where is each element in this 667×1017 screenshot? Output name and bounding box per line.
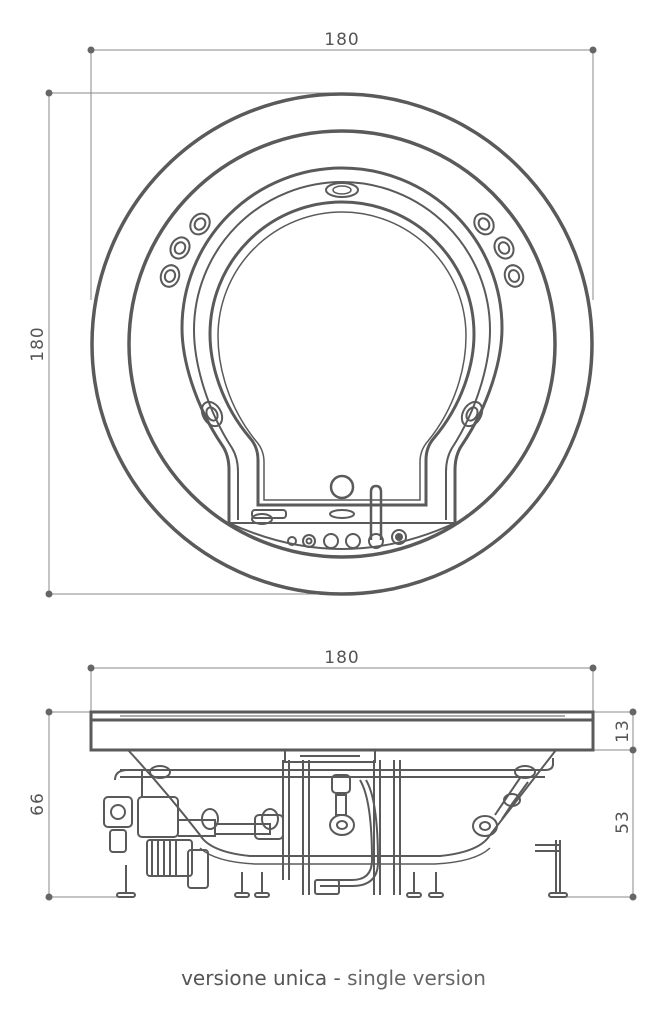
center-valve (320, 774, 380, 887)
side-total-height-label: 66 (28, 792, 48, 816)
tub-shell (127, 749, 557, 857)
caption: versione unica - single version (0, 966, 667, 990)
drain (329, 474, 355, 500)
overflow-fitting (251, 509, 287, 519)
top-view (45, 46, 597, 598)
caption-italian: versione unica (181, 966, 328, 990)
inner-rim (127, 129, 557, 559)
seat-outer-contour (180, 166, 504, 523)
outer-rim (90, 92, 594, 596)
top-height-label: 180 (28, 326, 48, 361)
side-rim-height-label: 13 (613, 719, 633, 743)
side-right-dimensions (560, 708, 637, 901)
side-base-height-label: 53 (613, 810, 633, 834)
right-jet-fitting (472, 777, 529, 837)
basin-inner-contour (217, 211, 467, 501)
top-width-dimension (87, 46, 597, 300)
support-feet (116, 865, 568, 898)
top-width-label: 180 (324, 30, 359, 50)
side-width-dimension (87, 664, 597, 712)
top-height-dimension (45, 89, 340, 598)
basin-outer-contour (208, 200, 476, 507)
right-jets (460, 212, 525, 428)
headrest-jet (325, 182, 359, 198)
pump-assembly (103, 769, 284, 889)
caption-separator: - (333, 966, 341, 990)
caption-english: single version (347, 966, 486, 990)
side-width-label: 180 (324, 648, 359, 668)
side-view (45, 664, 637, 901)
tub-rim (89, 710, 595, 752)
control-panel (287, 529, 407, 549)
side-total-height-dimension (45, 708, 120, 901)
support-frame (282, 760, 561, 895)
left-jets (159, 212, 224, 428)
manifold-pipe (120, 749, 554, 779)
seat-inner-contour (192, 181, 492, 520)
spout (369, 484, 383, 540)
